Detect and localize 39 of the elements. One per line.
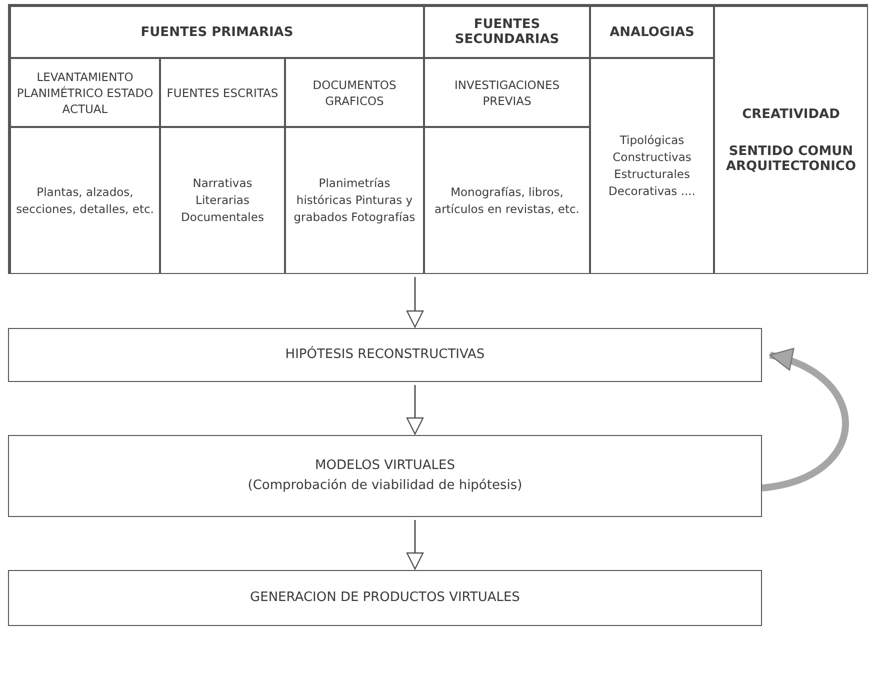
header-text: CREATIVIDAD [741, 106, 841, 122]
cell-text: Planimetrías históricas Pinturas y grabados Fotografías [292, 175, 416, 226]
header-cell [714, 6, 868, 274]
subheader-text: INVESTIGACIONES PREVIAS [453, 76, 561, 108]
process-box [8, 435, 762, 517]
cell-text: Tipológicas Constructivas Estructurales Decorativas .... [608, 132, 696, 200]
header-text: FUENTES PRIMARIAS [140, 24, 294, 40]
process-text: (Comprobación de viabilidad de hipótesis) [246, 477, 524, 495]
table-cell [285, 127, 424, 274]
table-cell [590, 58, 714, 274]
header-cell [590, 6, 714, 58]
cell-text: Plantas, alzados, secciones, detalles, etc. [15, 184, 155, 218]
subheader-text: DOCUMENTOS GRAFICOS [312, 76, 398, 108]
subheader-cell [285, 58, 424, 127]
subheader-cell [424, 58, 590, 127]
subheader-text: FUENTES ESCRITAS [166, 84, 280, 100]
down-arrow [406, 277, 424, 328]
process-text: GENERACION DE PRODUCTOS VIRTUALES [249, 589, 521, 607]
subheader-cell [160, 58, 285, 127]
header-cell [424, 6, 590, 58]
process-text: HIPÓTESIS RECONSTRUCTIVAS [284, 345, 486, 364]
process-box [8, 570, 762, 626]
subheader-text: LEVANTAMIENTO PLANIMÉTRICO ESTADO ACTUAL [16, 68, 154, 116]
down-arrow [406, 520, 424, 570]
table-cell [424, 127, 590, 274]
subheader-cell [10, 58, 160, 127]
down-arrow [406, 385, 424, 435]
cell-text: Narrativas Literarias Documentales [180, 175, 265, 226]
table-cell [10, 127, 160, 274]
table-cell [160, 127, 285, 274]
header-text: FUENTES SECUNDARIAS [454, 17, 560, 47]
header-text: ANALOGIAS [608, 24, 696, 40]
cell-text: Monografías, libros, artículos en revistas, etc. [434, 184, 580, 218]
curved-feedback-arrow [761, 350, 849, 492]
table [8, 4, 868, 274]
header-text: SENTIDO COMUN ARQUITECTONICO [724, 144, 858, 174]
process-box [8, 328, 762, 382]
process-text: MODELOS VIRTUALES [314, 457, 456, 475]
header-cell [10, 6, 424, 58]
